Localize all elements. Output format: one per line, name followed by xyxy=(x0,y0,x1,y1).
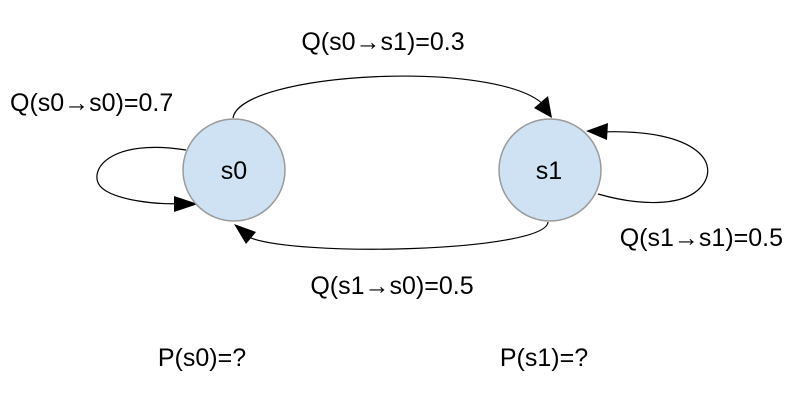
transition-s0-to-s1-label: Q(s0→s1)=0.3 xyxy=(301,28,464,56)
transition-s1-to-s0-label: Q(s1→s0)=0.5 xyxy=(310,272,473,300)
state-s1-node xyxy=(498,118,602,222)
edge-s0-to-s1 xyxy=(232,75,546,119)
state-s0-label: s0 xyxy=(221,157,247,185)
transition-s1-to-s1-label: Q(s1→s1)=0.5 xyxy=(620,224,783,252)
edge-s0-to-s1-arrowhead xyxy=(534,96,552,118)
state-s0-node xyxy=(182,118,286,222)
probability-s1-label: P(s1)=? xyxy=(500,344,588,372)
self-loop-s0-edge xyxy=(96,146,187,205)
self-loop-s1-arrowhead xyxy=(586,123,608,140)
transition-s0-to-s0-label: Q(s0→s0)=0.7 xyxy=(10,89,173,117)
probability-s0-label: P(s0)=? xyxy=(158,344,246,372)
self-loop-s1-edge xyxy=(597,131,709,204)
edge-s1-to-s0 xyxy=(245,221,549,250)
self-loop-s0-arrowhead xyxy=(174,196,198,212)
edge-s1-to-s0-arrowhead xyxy=(234,224,256,244)
state-s1-label: s1 xyxy=(536,157,562,185)
